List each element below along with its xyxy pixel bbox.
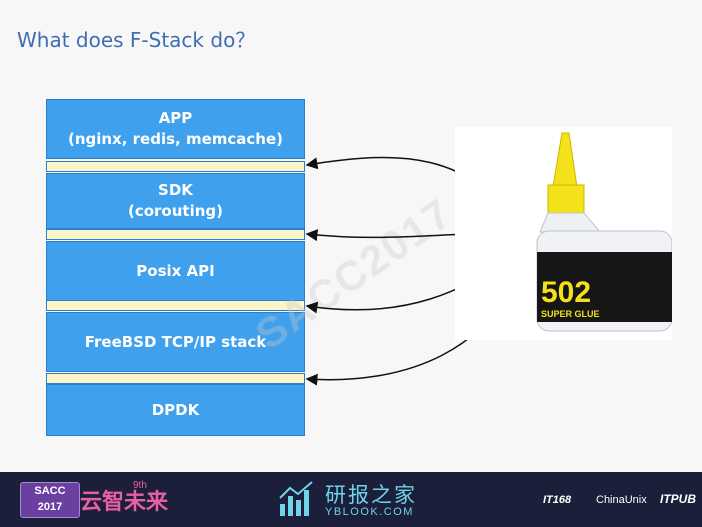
- layer-dpdk-name: DPDK: [151, 400, 200, 419]
- sacc-badge: SACC 2017: [20, 482, 80, 518]
- layer-dpdk: DPDK: [46, 384, 305, 436]
- badge-line1: SACC: [34, 485, 66, 497]
- event-edition: 9th: [133, 480, 147, 491]
- logo-chinaunix: ChinaUnix: [596, 494, 647, 506]
- layer-app-name: APP: [158, 109, 193, 127]
- glue-layer-4: [46, 373, 305, 384]
- bottle-label-text: SUPER GLUE: [541, 309, 600, 319]
- layer-app: APP (nginx, redis, memcache): [46, 99, 305, 159]
- event-name: 云智未来: [80, 489, 169, 514]
- glue-layer-2: [46, 229, 305, 240]
- glue-layer-1: [46, 161, 305, 172]
- layer-freebsd-name: FreeBSD TCP/IP stack: [84, 332, 267, 351]
- slide-title: What does F-Stack do？: [17, 28, 256, 52]
- bottle-label-number: 502: [541, 276, 591, 309]
- layer-posix-name: Posix API: [136, 261, 215, 280]
- site-name-cn: 研报之家: [325, 483, 417, 507]
- layer-freebsd-stack: FreeBSD TCP/IP stack: [46, 312, 305, 372]
- logo-itpub: ITPUB: [660, 492, 696, 506]
- layer-app-detail: (nginx, redis, memcache): [67, 130, 284, 148]
- badge-line2: 2017: [37, 501, 63, 513]
- bar-chart-logo-icon: [279, 481, 313, 516]
- site-name-en: YBLOOK.COM: [325, 506, 414, 518]
- layer-sdk-name: SDK: [158, 181, 193, 199]
- layer-sdk-detail: (corouting): [127, 202, 224, 220]
- footer-bar: SACC 2017 云智未来 9th 研报之家 YBLOOK.COM IT168…: [0, 472, 702, 527]
- logo-it168: IT168: [543, 494, 572, 506]
- glue-bottle-icon: 502 SUPER GLUE: [536, 132, 673, 332]
- layer-sdk: SDK (corouting): [46, 173, 305, 229]
- glue-layer-3: [46, 300, 305, 311]
- glue-bottle-photo: 502 SUPER GLUE: [455, 127, 673, 340]
- layer-posix-api: Posix API: [46, 241, 305, 301]
